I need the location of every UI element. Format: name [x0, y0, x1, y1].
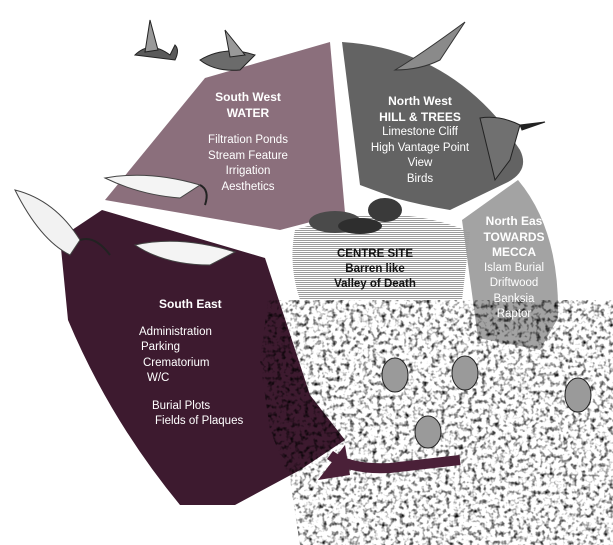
spacer [125, 387, 265, 399]
south-west-item: Irrigation [178, 164, 318, 180]
north-east-item: Islam Burial [470, 261, 558, 277]
north-west-item: Limestone Cliff [350, 125, 490, 141]
south-east-heading: South East [125, 297, 265, 313]
north-west-heading-line-1: North West [350, 94, 490, 110]
centre-line-3: Valley of Death [310, 277, 440, 292]
spacer [178, 121, 318, 133]
south-west-item: Aesthetics [178, 180, 318, 196]
spacer [125, 313, 265, 325]
north-east-item: Banksia [470, 292, 558, 308]
south-east-item: Parking [125, 340, 265, 356]
north-east-item: Raptor [470, 307, 558, 323]
north-east-label: North Eas TOWARDS MECCA Islam Burial Dri… [470, 214, 558, 323]
south-west-label: South West WATER Filtration Ponds Stream… [178, 90, 318, 195]
south-west-heading-line-2: WATER [178, 106, 318, 122]
north-west-item: View [350, 156, 490, 172]
south-west-heading-line-1: South West [178, 90, 318, 106]
centre-line-2: Barren like [310, 262, 440, 277]
centre-site-label: CENTRE SITE Barren like Valley of Death [310, 247, 440, 292]
south-east-item: W/C [125, 371, 265, 387]
centre-line-1: CENTRE SITE [310, 247, 440, 262]
north-west-label: North West HILL & TREES Limestone Cliff … [350, 94, 490, 187]
pelican-bird-icon [135, 20, 178, 60]
south-east-item: Administration [125, 325, 265, 341]
south-west-item: Stream Feature [178, 149, 318, 165]
pelican-bird-icon [200, 30, 255, 70]
north-west-item: High Vantage Point [350, 141, 490, 157]
south-east-item: Crematorium [125, 356, 265, 372]
south-east-item: Burial Plots [125, 399, 265, 415]
south-east-item: Fields of Plaques [125, 414, 265, 430]
south-east-label: South East Administration Parking Cremat… [125, 297, 265, 430]
north-east-heading-line-1: North Eas [470, 214, 558, 230]
north-east-item: Driftwood [470, 276, 558, 292]
south-west-item: Filtration Ponds [178, 133, 318, 149]
north-east-heading-line-3: MECCA [470, 245, 558, 261]
north-west-heading-line-2: HILL & TREES [350, 110, 490, 126]
north-west-item: Birds [350, 172, 490, 188]
north-east-heading-line-2: TOWARDS [470, 230, 558, 246]
